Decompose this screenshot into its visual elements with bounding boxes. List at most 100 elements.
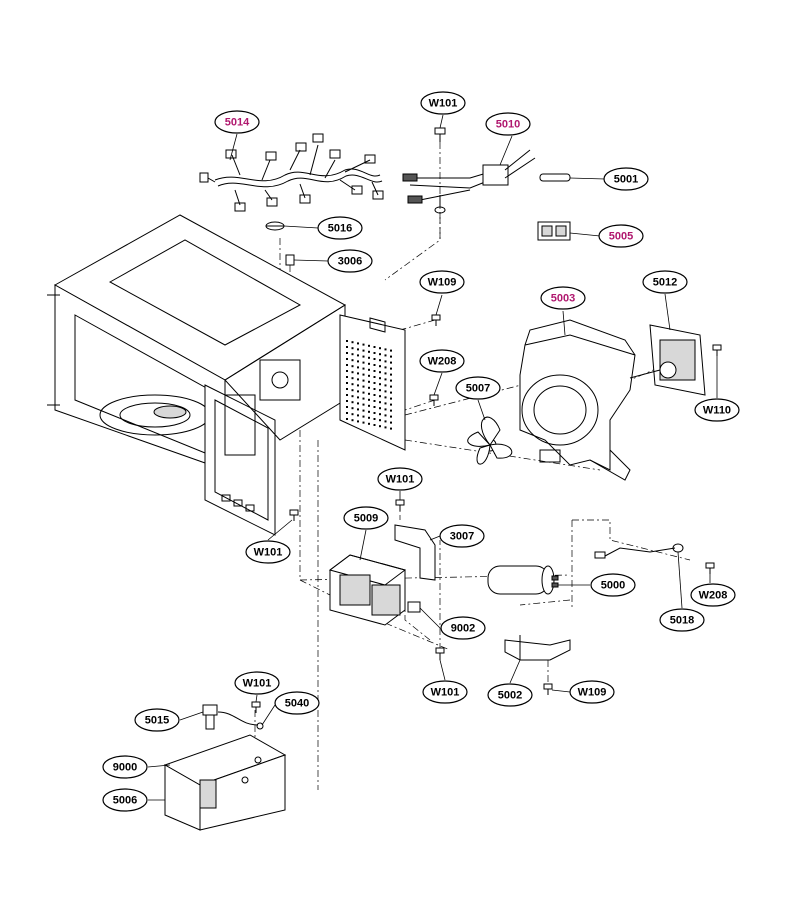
callout-bubble [439,524,485,548]
vent-grid [346,340,392,430]
side-vent-panel [339,314,406,451]
callout-5040: 5040 [274,691,320,715]
lamp-wire-5040 [217,711,264,730]
callout-w101: W101 [422,680,468,704]
leader-lines [147,114,718,801]
callout-w208: W208 [690,583,736,607]
callout-text: 5012 [653,277,677,289]
callout-text: 9002 [451,623,475,635]
fan-duct-5003 [519,319,636,481]
callout-bubble [659,608,705,632]
callout-5018: 5018 [659,608,705,632]
callout-bubble [102,755,148,779]
noise-filter-5010 [402,149,536,214]
callout-text: 3006 [338,256,362,268]
cord-5018 [594,543,684,559]
callout-5003: 5003 [540,286,586,310]
callout-bubble [422,680,468,704]
callout-bubble [102,788,148,812]
callout-bubble [343,506,389,530]
callout-text: 5003 [551,293,575,305]
callout-text: W109 [578,687,607,699]
callout-text: W101 [429,98,458,110]
callout-5014: 5014 [214,110,260,134]
callout-text: W101 [386,474,415,486]
diode-9002 [407,601,421,613]
callout-text: 5009 [354,513,378,525]
callout-text: W110 [703,405,731,417]
fan-motor-5012 [629,324,706,396]
callout-text: 5016 [328,223,352,235]
callout-bubble [245,540,291,564]
thermostat-5016 [265,221,285,231]
callout-w110: W110 [694,398,740,422]
callout-text: 9000 [113,762,137,774]
lamp-5015 [202,704,218,730]
callout-bubble [642,270,688,294]
callout-bubble [327,249,373,273]
callout-text: W101 [254,547,283,559]
callout-text: 5040 [285,698,309,710]
screw-w101-low [435,647,445,660]
callout-bubble [455,376,501,400]
callout-5000: 5000 [590,573,636,597]
callout-5009: 5009 [343,506,389,530]
callout-bubble [274,691,320,715]
callout-text: W101 [431,687,460,699]
screw-w101-mid [395,499,405,511]
callout-3007: 3007 [439,524,485,548]
wire-harness-5014 [199,133,384,212]
screw-w208-right [705,562,715,574]
fuse-5001 [539,173,571,182]
callout-w101: W101 [245,540,291,564]
callout-5012: 5012 [642,270,688,294]
callout-3006: 3006 [327,249,373,273]
callout-w101: W101 [234,671,280,695]
callout-bubble [440,616,486,640]
callout-bubble [317,216,363,240]
callout-bubble [590,573,636,597]
callout-9002: 9002 [440,616,486,640]
screw-w208-mid [429,394,439,406]
bracket-3007 [394,524,436,581]
callout-text: 5002 [498,690,522,702]
callout-text: W208 [428,356,457,368]
callout-5015: 5015 [134,708,180,732]
callout-w101: W101 [377,467,423,491]
callout-w208: W208 [419,349,465,373]
callout-text: W109 [428,277,457,289]
callout-bubble [419,270,465,294]
callout-bubble [540,286,586,310]
callout-5007: 5007 [455,376,501,400]
callout-text: 5000 [601,580,625,592]
callout-bubble [569,680,615,704]
callout-text: 5014 [225,117,250,129]
callout-bubble [420,91,466,115]
capacitor-5000 [487,565,559,595]
screw-w101-left [289,509,299,521]
callout-bubble [603,167,649,191]
callout-5005: 5005 [598,224,644,248]
callout-bubble [598,224,644,248]
callout-bubble [214,110,260,134]
oven-cavity [47,214,346,536]
callout-5016: 5016 [317,216,363,240]
screw-w101-bottom [251,701,261,713]
switch-5005 [537,221,571,241]
callout-text: W101 [243,678,272,690]
callout-text: 5005 [609,231,633,243]
callout-5006: 5006 [102,788,148,812]
callout-w109: W109 [569,680,615,704]
base-bracket-9000 [163,734,287,831]
callout-text: 5006 [113,795,137,807]
callout-9000: 9000 [102,755,148,779]
screw-w110 [712,344,722,356]
callout-text: 5007 [466,383,490,395]
callout-text: 5018 [670,615,694,627]
callout-bubble [694,398,740,422]
callout-bubble [690,583,736,607]
callout-bubble [134,708,180,732]
callout-5001: 5001 [603,167,649,191]
callout-labels: 5014W10150105001501650053006W10950035012… [102,91,740,812]
